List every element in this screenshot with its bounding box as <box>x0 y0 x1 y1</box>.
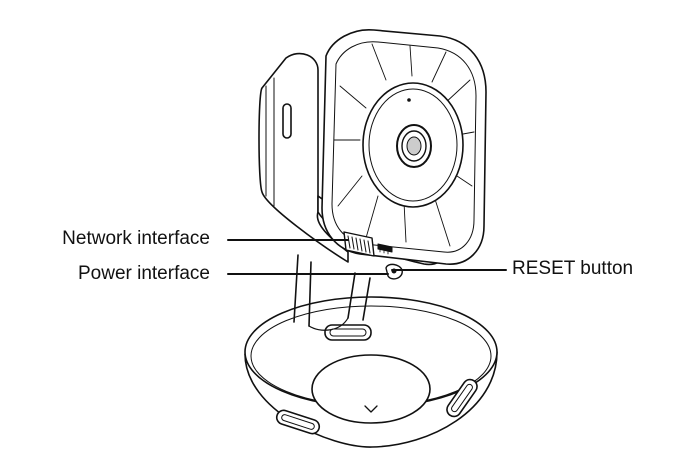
mount-slot-right <box>446 378 478 418</box>
mount-center-disk <box>311 354 431 424</box>
reset-button-label: RESET button <box>512 258 634 279</box>
chevron-down-icon <box>364 405 378 413</box>
mount-base <box>244 296 498 448</box>
power-interface-label: Power interface <box>77 263 210 284</box>
network-interface-label: Network interface <box>62 228 210 249</box>
network-port <box>343 231 375 257</box>
mount-neck <box>293 254 371 331</box>
mount-slot-top <box>324 324 372 341</box>
power-port <box>385 263 403 280</box>
side-indicator-slot <box>282 103 292 139</box>
sensor-dot <box>407 98 411 102</box>
camera-body <box>258 29 487 266</box>
reset-button-port <box>377 243 393 255</box>
mount-slot-left <box>275 409 321 435</box>
